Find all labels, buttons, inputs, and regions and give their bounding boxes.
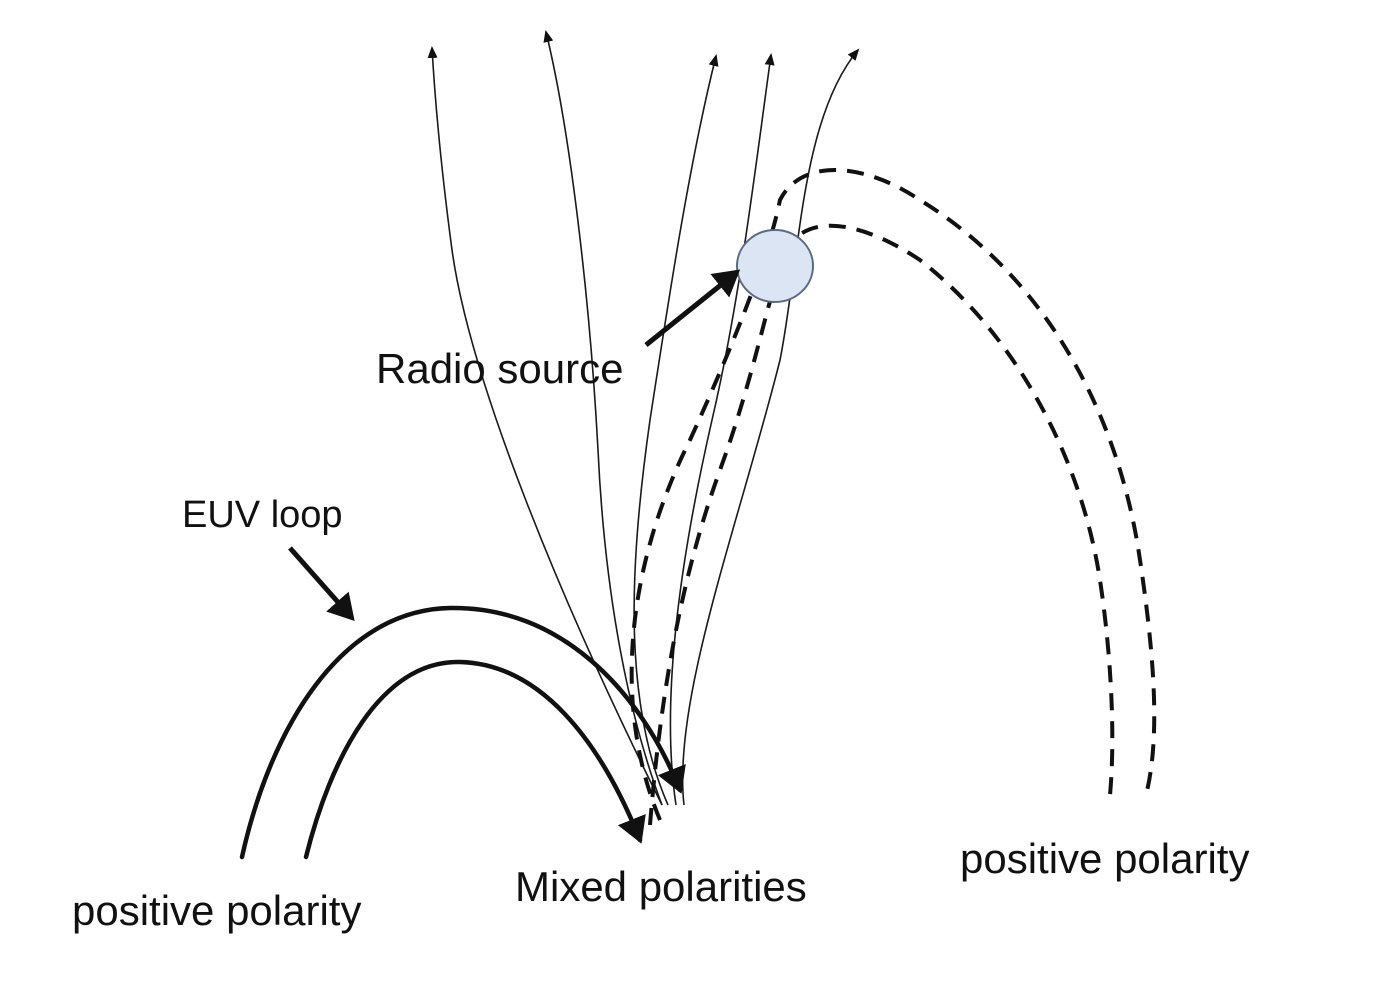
open-field-line-1	[427, 46, 663, 806]
radio-source-label: Radio source	[376, 345, 623, 392]
positive-polarity-left-label: positive polarity	[72, 887, 361, 934]
euv-loop-inner	[303, 659, 646, 860]
open-field-line-3	[633, 54, 719, 806]
radio-source-ellipse	[736, 229, 814, 303]
dashed-loop-inner	[648, 223, 1115, 826]
euv-loop-outer	[239, 605, 686, 860]
euv-loop-pointer-arrow	[288, 546, 355, 621]
open-field-lines	[427, 30, 860, 806]
euv-loop-lines	[239, 605, 686, 860]
mixed-polarities-label: Mixed polarities	[515, 863, 807, 910]
open-field-line-2	[543, 30, 663, 806]
open-field-line-5	[681, 48, 860, 806]
positive-polarity-right-label: positive polarity	[960, 835, 1249, 882]
euv-loop-label: EUV loop	[182, 494, 343, 536]
radio-source-pointer-arrow	[644, 269, 741, 347]
open-field-line-4	[669, 53, 775, 806]
dashed-loops	[629, 168, 1157, 826]
dashed-loop-outer	[629, 168, 1157, 821]
